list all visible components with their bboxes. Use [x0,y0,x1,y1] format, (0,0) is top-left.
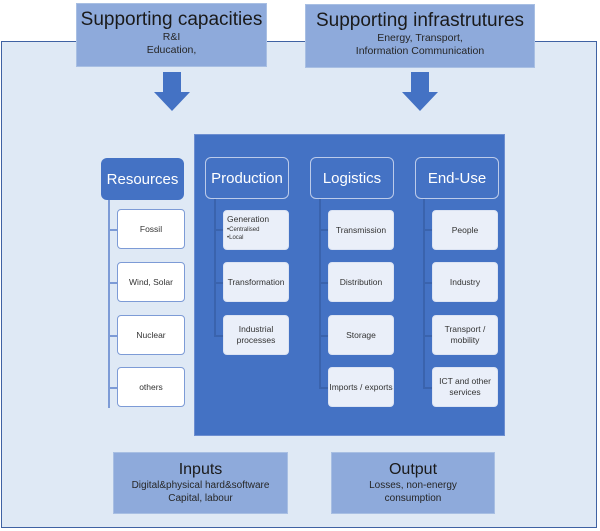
end-use-item: Industry [432,262,498,302]
inputs-line: Digital&physical hard&software [131,480,270,491]
resources-header: Resources [101,158,184,200]
connector-line [108,229,118,231]
inputs-line: Capital, labour [168,493,233,504]
resource-item: Fossil [117,209,185,249]
end-use-header: End-Use [415,157,499,199]
generation-bullets: Centralised Local [227,226,285,242]
connector-line [319,335,329,337]
connector-line [319,229,329,231]
connector-line [423,282,433,284]
logistics-item: Transmission [328,210,394,250]
output-box: Output Losses, non-energy consumption [331,452,495,514]
supporting-infrastructures-line: Energy, Transport, [377,32,463,44]
end-use-item: ICT and other services [432,367,498,407]
generation-label: Generation [227,214,270,224]
connector-line [108,335,118,337]
supporting-infrastructures-line: Information Communication [355,45,485,57]
inputs-box: Inputs Digital&physical hard&software Ca… [113,452,288,514]
connector-line [423,335,433,337]
production-item: Transformation [223,262,289,302]
connector-line [423,387,433,389]
down-arrow-icon [154,72,190,111]
connector-line [214,282,224,284]
generation-bullet: Local [227,234,285,242]
production-item-generation: Generation Centralised Local [223,210,289,250]
production-header: Production [205,157,289,199]
connector-line [319,387,329,389]
logistics-item: Imports / exports [328,367,394,407]
logistics-item: Distribution [328,262,394,302]
down-arrow-icon [402,72,438,111]
supporting-capacities-line: Education, [146,44,197,56]
connector-line [423,229,433,231]
connector-line [214,199,216,336]
connector-line [319,199,321,389]
output-line: Losses, non-energy [369,480,457,491]
end-use-item: Transport / mobility [432,315,498,355]
connector-line [108,282,118,284]
supporting-infrastructures-box: Supporting infrastrutures Energy, Transp… [305,4,535,68]
logistics-item: Storage [328,315,394,355]
connector-line [214,335,224,337]
connector-line [214,229,224,231]
resource-item: Nuclear [117,315,185,355]
connector-line [423,199,425,389]
logistics-header: Logistics [310,157,394,199]
supporting-infrastructures-title: Supporting infrastrutures [315,10,525,31]
generation-bullet: Centralised [227,226,285,234]
resource-item: Wind, Solar [117,262,185,302]
supporting-capacities-box: Supporting capacities R&I Education, [76,3,267,67]
output-title: Output [388,461,438,478]
connector-line [108,200,110,408]
supporting-capacities-title: Supporting capacities [80,9,263,30]
resource-item: others [117,367,185,407]
supporting-capacities-line: R&I [162,31,181,43]
production-item: Industrial processes [223,315,289,355]
end-use-item: People [432,210,498,250]
output-line: consumption [384,493,442,504]
connector-line [319,282,329,284]
connector-line [108,387,118,389]
inputs-title: Inputs [178,461,223,478]
